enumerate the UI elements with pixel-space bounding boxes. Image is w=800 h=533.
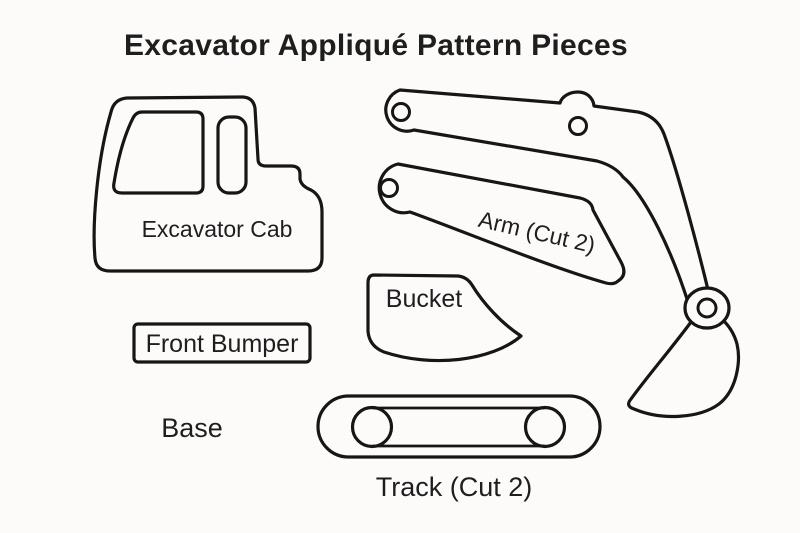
track-outline bbox=[316, 394, 602, 459]
arm-outline bbox=[377, 162, 626, 286]
front-bumper-piece: Front Bumper bbox=[132, 322, 312, 364]
boom-joint bbox=[683, 286, 731, 330]
base-label: Base bbox=[161, 413, 223, 443]
front-bumper-outline bbox=[132, 322, 312, 364]
track-label: Track (Cut 2) bbox=[376, 472, 533, 502]
bucket-label: Bucket bbox=[386, 285, 462, 313]
track-wheel-right bbox=[523, 405, 567, 449]
track-piece: Track (Cut 2) bbox=[316, 394, 602, 502]
claw-bucket-outline bbox=[627, 316, 741, 419]
track-wheel-left bbox=[350, 405, 394, 449]
cab-outline bbox=[92, 95, 324, 273]
page-title: Excavator Appliqué Pattern Pieces bbox=[124, 29, 628, 62]
arm-pivot-hole bbox=[379, 178, 399, 198]
front-bumper-label: Front Bumper bbox=[146, 330, 299, 358]
boom-end-hole bbox=[391, 102, 411, 122]
arm-piece: Arm (Cut 2) bbox=[377, 162, 626, 286]
cab-label: Excavator Cab bbox=[142, 216, 293, 242]
cab-piece: Excavator Cab bbox=[92, 95, 324, 273]
bucket-piece: Bucket bbox=[366, 273, 523, 363]
joint-hole bbox=[696, 297, 718, 319]
boom-mid-hole bbox=[568, 116, 588, 136]
cab-window-small bbox=[216, 115, 248, 195]
cab-window-large bbox=[112, 110, 205, 195]
bucket-outline bbox=[366, 273, 523, 363]
